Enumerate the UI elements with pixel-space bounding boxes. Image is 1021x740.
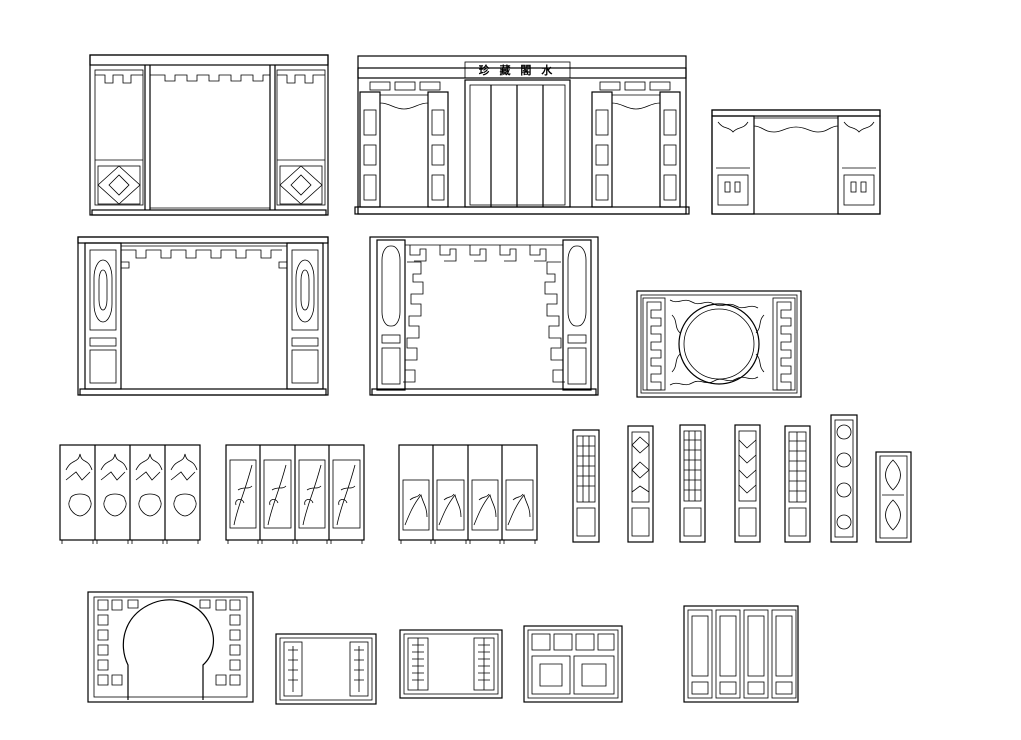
moon-window-panel bbox=[636, 290, 802, 398]
window-frame-c bbox=[523, 625, 623, 703]
plaque-inscription: 珍 藏 閣 水 bbox=[479, 63, 556, 77]
vase-folding-screen bbox=[59, 444, 201, 544]
four-panel-doors bbox=[683, 605, 799, 703]
floral-folding-screen bbox=[225, 444, 365, 544]
small-arch-screen bbox=[711, 109, 881, 215]
grand-entrance-facade: 珍 藏 閣 水 bbox=[354, 55, 690, 215]
lattice-partition-screen bbox=[89, 54, 329, 216]
landscape-folding-screen bbox=[398, 444, 538, 544]
lattice-door-panels bbox=[572, 414, 912, 543]
fret-pattern-doorway bbox=[369, 236, 599, 396]
moon-gate-screen bbox=[87, 591, 254, 703]
window-frame-b bbox=[399, 629, 503, 699]
oval-panel-partition bbox=[77, 236, 329, 396]
window-frame-a bbox=[275, 633, 377, 705]
